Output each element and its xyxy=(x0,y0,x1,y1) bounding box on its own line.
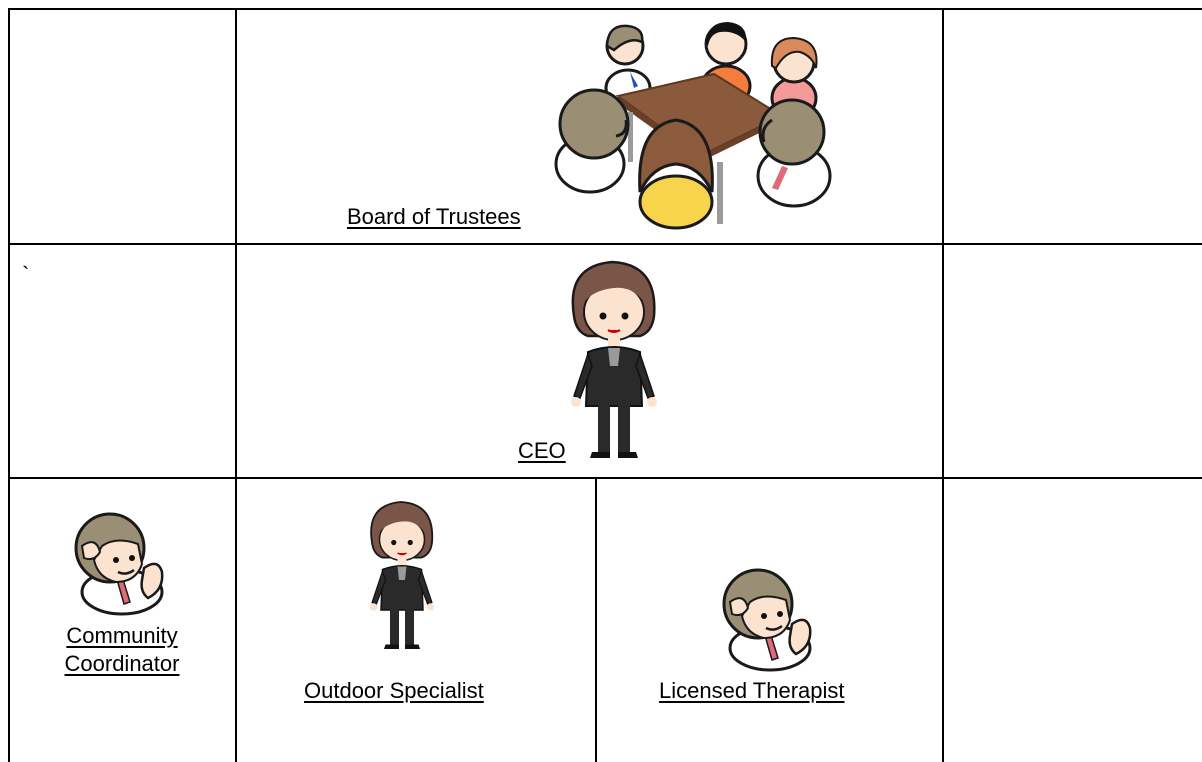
grid-line-row1 xyxy=(8,243,1202,245)
businesswoman-icon xyxy=(571,260,657,458)
grid-line-col2 xyxy=(595,478,597,762)
community-coordinator-line2: Coordinator xyxy=(64,651,180,676)
grid-line-col1 xyxy=(235,8,237,762)
man-waving-icon xyxy=(722,568,812,672)
grid-line-top xyxy=(8,8,1202,10)
outdoor-specialist-label[interactable]: Outdoor Specialist xyxy=(304,678,484,703)
ceo-label[interactable]: CEO xyxy=(518,438,566,463)
licensed-therapist-label[interactable]: Licensed Therapist xyxy=(659,678,845,703)
community-coordinator-label[interactable]: Community Coordinator xyxy=(40,622,204,678)
board-of-trustees-label[interactable]: Board of Trustees xyxy=(347,204,521,229)
man-waving-icon xyxy=(74,512,164,616)
meeting-table-people-icon xyxy=(554,22,832,230)
grid-line-row2 xyxy=(8,477,1202,479)
stray-mark: ` xyxy=(22,262,30,287)
empty-cell-right xyxy=(944,479,1202,762)
businesswoman-icon xyxy=(369,501,435,649)
grid-line-col3 xyxy=(942,8,944,762)
community-coordinator-line1: Community xyxy=(66,623,178,648)
grid-line-left xyxy=(8,8,10,762)
